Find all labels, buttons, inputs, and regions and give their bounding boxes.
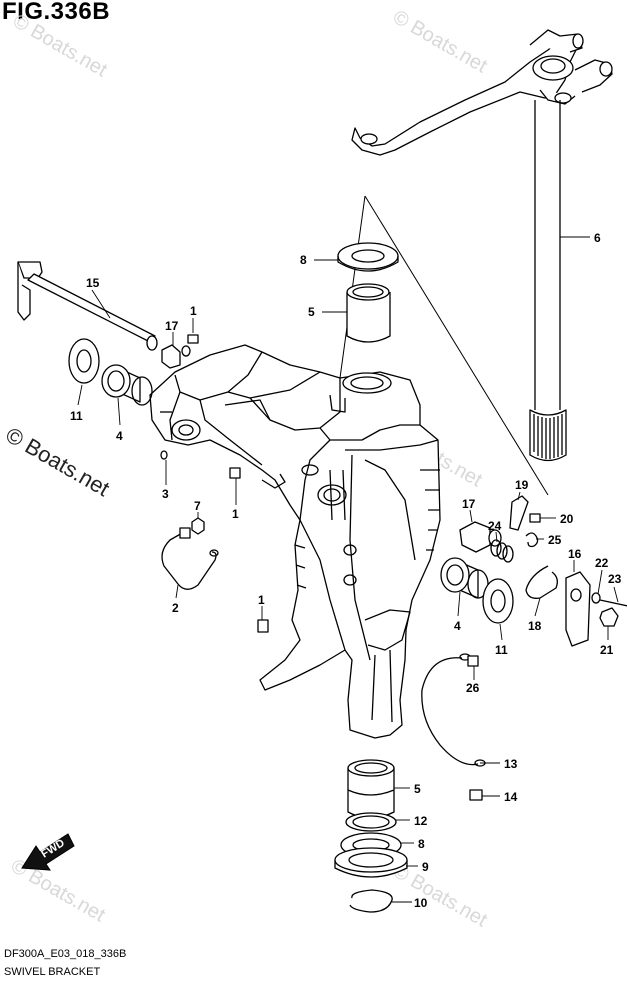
tilt-rod xyxy=(17,261,158,351)
callout-label: 20 xyxy=(560,512,574,526)
callout-label: 13 xyxy=(504,757,518,771)
callout-label: 11 xyxy=(495,643,508,657)
figure-title: FIG.336B xyxy=(2,0,111,25)
callout-label: 5 xyxy=(308,305,315,319)
callout-labels: 6 8 5 15 1 17 11 4 3 1 7 2 1 19 20 17 24… xyxy=(70,231,622,910)
callout-label: 17 xyxy=(462,497,476,511)
callout-label: 19 xyxy=(515,478,529,492)
bushing-top xyxy=(346,283,391,343)
callout-label: 2 xyxy=(172,601,179,615)
callout-label: 12 xyxy=(414,814,428,828)
spring xyxy=(490,539,514,563)
diagram-caption: SWIVEL BRACKET xyxy=(4,966,101,978)
fwd-arrow: FWD xyxy=(21,833,75,871)
callout-label: 7 xyxy=(194,499,201,513)
ground-cable xyxy=(421,653,486,767)
callout-label: 4 xyxy=(454,619,461,633)
ground-wire xyxy=(161,527,219,590)
callout-label: 3 xyxy=(162,487,169,501)
callout-label: 14 xyxy=(504,790,518,804)
callout-label: 18 xyxy=(528,619,542,633)
callout-label: 16 xyxy=(568,547,582,561)
callout-label: 23 xyxy=(608,572,622,586)
washer-top xyxy=(337,242,399,272)
washer-right xyxy=(482,578,514,624)
callout-label: 1 xyxy=(232,507,239,521)
callout-label: 17 xyxy=(165,319,179,333)
callout-label: 4 xyxy=(116,429,123,443)
callout-label: 8 xyxy=(300,253,307,267)
callout-label: 22 xyxy=(595,556,609,570)
callout-label: 21 xyxy=(600,643,614,657)
callout-label: 6 xyxy=(594,231,601,245)
callout-label: 1 xyxy=(258,593,265,607)
callout-label: 26 xyxy=(466,681,480,695)
bushing-bottom xyxy=(347,759,395,819)
diagram-code: DF300A_E03_018_336B xyxy=(4,948,127,960)
callout-label: 5 xyxy=(414,782,421,796)
steering-arm xyxy=(351,29,613,462)
callout-label: 8 xyxy=(418,837,425,851)
callout-label: 15 xyxy=(86,276,100,290)
callout-label: 24 xyxy=(488,519,502,533)
bushing-right xyxy=(440,557,489,599)
lock-bracket xyxy=(565,571,591,647)
callout-label: 11 xyxy=(70,409,83,423)
nut-top xyxy=(161,344,191,369)
callout-label: 1 xyxy=(190,304,197,318)
callout-label: 10 xyxy=(414,896,428,910)
callout-label: 9 xyxy=(422,860,429,874)
washer-left xyxy=(68,338,100,384)
swivel-bracket xyxy=(149,344,441,739)
callout-label: 25 xyxy=(548,533,562,547)
bushing-left xyxy=(101,364,153,406)
